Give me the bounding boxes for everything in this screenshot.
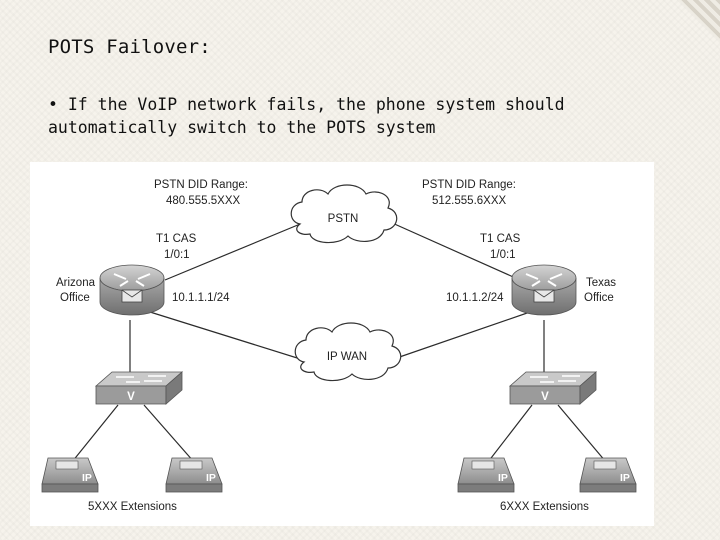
left-phone-1-label: IP xyxy=(82,472,92,484)
right-trunk-type: T1 CAS xyxy=(480,233,521,245)
diagram-svg: PSTN IP WAN PSTN DID Range: 480.555.5XXX… xyxy=(41,179,637,513)
left-ip-address: 10.1.1.1/24 xyxy=(172,292,230,304)
slide-title: POTS Failover: xyxy=(48,36,211,58)
right-did-heading: PSTN DID Range: xyxy=(422,179,516,191)
right-phone-1-label: IP xyxy=(498,472,508,484)
left-phone-2-label: IP xyxy=(206,472,216,484)
left-office-line1: Arizona xyxy=(56,277,96,289)
pstn-label: PSTN xyxy=(328,213,359,225)
right-voice-switch-icon: V xyxy=(508,371,598,405)
left-switch-label: V xyxy=(127,391,135,403)
right-extensions: 6XXX Extensions xyxy=(500,501,589,513)
left-extensions: 5XXX Extensions xyxy=(88,501,177,513)
link-arizona-pstn xyxy=(164,221,306,281)
link-arizona-ipwan xyxy=(149,311,311,363)
link-texas-ipwan xyxy=(384,311,531,363)
texas-router-icon xyxy=(511,264,577,316)
left-trunk-port: 1/0:1 xyxy=(164,249,190,261)
left-did-range: 480.555.5XXX xyxy=(166,195,241,207)
right-switch-label: V xyxy=(541,391,549,403)
pstn-cloud: PSTN xyxy=(290,184,398,244)
network-diagram: PSTN IP WAN PSTN DID Range: 480.555.5XXX… xyxy=(30,162,654,526)
right-ip-phone-2-icon: IP xyxy=(579,457,637,493)
left-did-heading: PSTN DID Range: xyxy=(154,179,248,191)
bullet-text: If the VoIP network fails, the phone sys… xyxy=(48,95,565,137)
link-right-switch-phone-1 xyxy=(487,404,533,463)
right-office-line2: Office xyxy=(584,292,614,304)
left-office-line2: Office xyxy=(60,292,90,304)
slide-bullet: • If the VoIP network fails, the phone s… xyxy=(48,93,668,139)
right-site-labels: PSTN DID Range: 512.555.6XXX T1 CAS 1/0:… xyxy=(422,179,616,513)
right-ip-phone-1-icon: IP xyxy=(457,457,515,493)
left-trunk-type: T1 CAS xyxy=(156,233,197,245)
left-site-labels: PSTN DID Range: 480.555.5XXX T1 CAS 1/0:… xyxy=(56,179,248,513)
right-trunk-port: 1/0:1 xyxy=(490,249,516,261)
right-office-line1: Texas xyxy=(586,277,616,289)
ip-wan-cloud: IP WAN xyxy=(294,322,402,382)
link-texas-pstn xyxy=(389,221,521,281)
right-phone-2-label: IP xyxy=(620,472,630,484)
left-voice-switch-icon: V xyxy=(94,371,184,405)
right-did-range: 512.555.6XXX xyxy=(432,195,507,207)
bullet-marker: • xyxy=(48,95,58,114)
arizona-router-icon xyxy=(99,264,165,316)
link-left-switch-phone-1 xyxy=(71,404,119,463)
link-left-switch-phone-2 xyxy=(143,404,195,463)
ip-wan-label: IP WAN xyxy=(327,351,367,363)
link-right-switch-phone-2 xyxy=(557,404,607,463)
left-ip-phone-1-icon: IP xyxy=(41,457,99,493)
left-ip-phone-2-icon: IP xyxy=(165,457,223,493)
right-ip-address: 10.1.1.2/24 xyxy=(446,292,504,304)
